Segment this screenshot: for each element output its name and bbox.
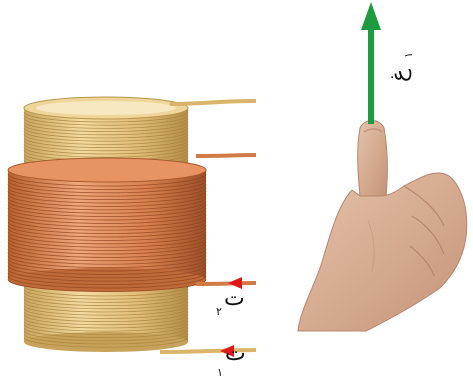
field-symbol: غ — [389, 69, 411, 82]
outer-coil-top-lead — [196, 155, 256, 156]
current-1-label: ت ١ — [225, 343, 246, 365]
outer-coil — [8, 158, 206, 292]
current-2-symbol: ت — [224, 286, 245, 311]
current-2-label: ت ٢ — [224, 288, 245, 310]
field-index: ١ — [403, 52, 414, 58]
field-arrow-icon — [361, 2, 381, 124]
current-1-symbol: ت — [225, 341, 246, 366]
current-1-index: ١ — [217, 367, 223, 378]
right-hand-icon — [298, 121, 467, 332]
outer-coil-bottom-lead — [196, 283, 256, 284]
current-2-index: ٢ — [216, 306, 222, 317]
inner-coil-top-lead — [170, 101, 256, 104]
